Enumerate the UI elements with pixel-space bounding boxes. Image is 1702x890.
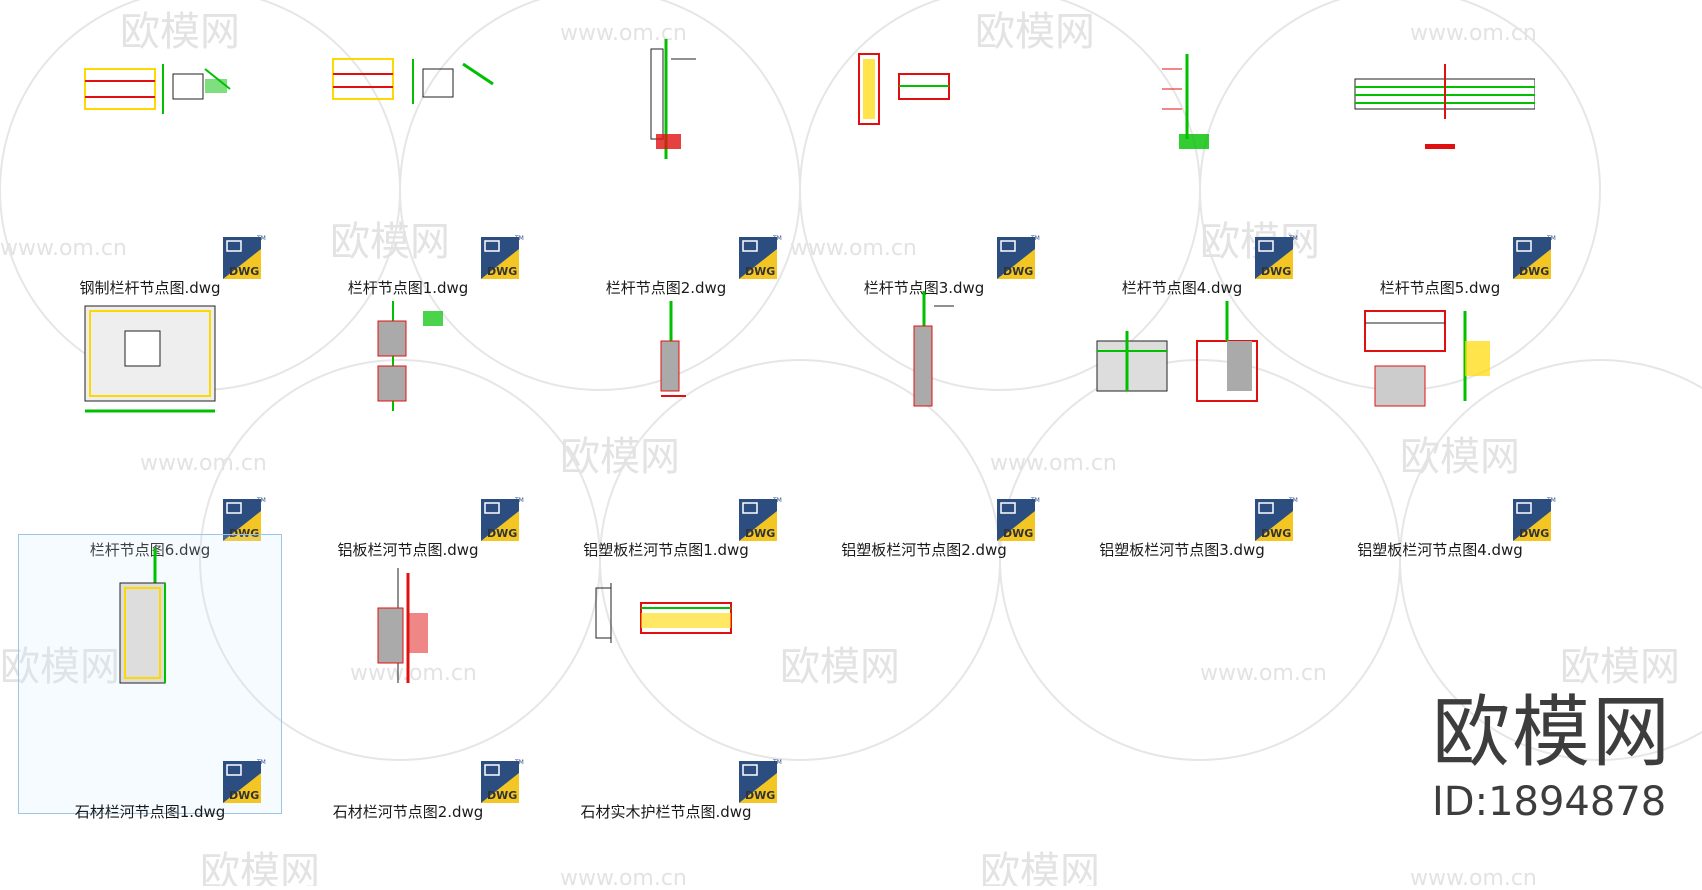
brand-watermark: 欧模网 ID:1894878 bbox=[1432, 688, 1702, 838]
file-thumbnail bbox=[1087, 281, 1277, 431]
file-item[interactable]: DWG TM 石材实木护栏节点图.dwg bbox=[534, 534, 798, 821]
svg-text:TM: TM bbox=[256, 497, 266, 504]
dwg-file-icon: DWG TM bbox=[995, 495, 1041, 543]
brand-name: 欧模网 bbox=[1432, 688, 1673, 778]
svg-text:TM: TM bbox=[514, 759, 524, 766]
dwg-file-icon: DWG TM bbox=[1253, 495, 1299, 543]
svg-text:TM: TM bbox=[1546, 497, 1556, 504]
file-item[interactable]: DWG TM 栏杆节点图3.dwg bbox=[792, 10, 1056, 297]
file-item[interactable]: DWG TM 栏杆节点图4.dwg bbox=[1050, 10, 1314, 297]
file-thumbnail bbox=[1345, 19, 1536, 169]
file-item[interactable]: DWG TM 铝塑板栏河节点图3.dwg bbox=[1050, 272, 1314, 559]
file-thumbnail bbox=[829, 281, 1019, 431]
file-name: 铝塑板栏河节点图4.dwg bbox=[1357, 541, 1523, 559]
svg-text:TM: TM bbox=[1546, 235, 1556, 242]
file-thumbnail bbox=[55, 19, 245, 169]
file-thumbnail bbox=[55, 543, 245, 693]
dwg-file-icon: DWG TM bbox=[479, 757, 525, 805]
dwg-file-icon: DWG TM bbox=[1511, 495, 1557, 543]
file-name: 石材栏河节点图1.dwg bbox=[74, 803, 226, 821]
file-item[interactable]: DWG TM 铝板栏河节点图.dwg bbox=[276, 272, 540, 559]
file-item[interactable]: DWG TM 铝塑板栏河节点图1.dwg bbox=[534, 272, 798, 559]
file-thumbnail bbox=[1345, 281, 1535, 431]
file-thumbnail bbox=[313, 543, 503, 693]
svg-text:DWG: DWG bbox=[745, 789, 775, 802]
file-item[interactable]: DWG TM 栏杆节点图6.dwg bbox=[18, 272, 282, 559]
file-thumbnail bbox=[571, 543, 761, 693]
svg-text:TM: TM bbox=[256, 235, 266, 242]
file-item[interactable]: DWG TM 栏杆节点图1.dwg bbox=[276, 10, 540, 297]
file-item[interactable]: DWG TM 铝塑板栏河节点图2.dwg bbox=[792, 272, 1056, 559]
file-thumbnail bbox=[571, 281, 761, 431]
file-name: 石材实木护栏节点图.dwg bbox=[580, 803, 752, 821]
svg-text:TM: TM bbox=[1288, 497, 1298, 504]
svg-text:TM: TM bbox=[256, 759, 266, 766]
file-name: 铝塑板栏河节点图2.dwg bbox=[841, 541, 1007, 559]
svg-text:TM: TM bbox=[514, 235, 524, 242]
file-item[interactable]: DWG TM 钢制栏杆节点图.dwg bbox=[18, 10, 282, 297]
file-thumbnail bbox=[55, 281, 245, 431]
file-item[interactable]: DWG TM 石材栏河节点图2.dwg bbox=[276, 534, 540, 821]
file-thumbnail bbox=[313, 19, 503, 169]
svg-text:TM: TM bbox=[1288, 235, 1298, 242]
file-name: 铝塑板栏河节点图3.dwg bbox=[1099, 541, 1265, 559]
file-thumbnail bbox=[829, 19, 1019, 169]
file-name: 石材栏河节点图2.dwg bbox=[332, 803, 484, 821]
svg-text:TM: TM bbox=[514, 497, 524, 504]
svg-text:TM: TM bbox=[1030, 497, 1040, 504]
file-item[interactable]: DWG TM 铝塑板栏河节点图4.dwg bbox=[1308, 272, 1572, 559]
file-item[interactable]: DWG TM 栏杆节点图5.dwg bbox=[1308, 10, 1572, 297]
file-thumbnail bbox=[571, 19, 761, 169]
svg-text:TM: TM bbox=[772, 497, 782, 504]
svg-text:DWG: DWG bbox=[229, 789, 259, 802]
dwg-file-icon: DWG TM bbox=[221, 757, 267, 805]
svg-text:TM: TM bbox=[772, 235, 782, 242]
file-thumbnail bbox=[313, 281, 503, 431]
file-thumbnail bbox=[1087, 19, 1277, 169]
file-item[interactable]: DWG TM 石材栏河节点图1.dwg bbox=[18, 534, 282, 821]
svg-text:DWG: DWG bbox=[487, 789, 517, 802]
brand-id: ID:1894878 bbox=[1432, 779, 1667, 825]
svg-text:TM: TM bbox=[772, 759, 782, 766]
dwg-file-icon: DWG TM bbox=[737, 757, 783, 805]
file-name: 栏杆节点图6.dwg bbox=[89, 541, 211, 559]
file-item[interactable]: DWG TM 栏杆节点图2.dwg bbox=[534, 10, 798, 297]
svg-text:TM: TM bbox=[1030, 235, 1040, 242]
